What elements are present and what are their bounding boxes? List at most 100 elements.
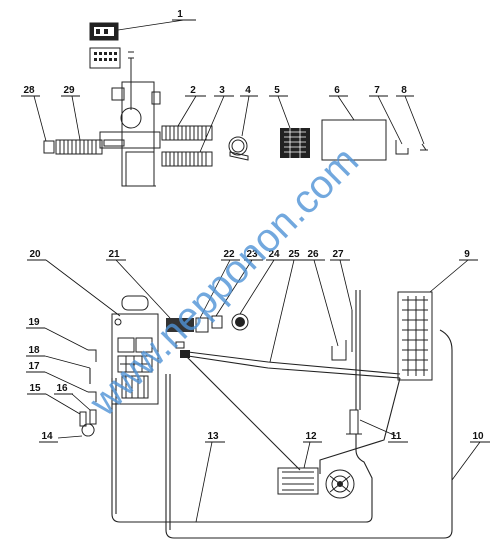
corrugated-hose-part-2 <box>161 125 213 141</box>
callout-leader-10 <box>451 441 481 481</box>
receiver-drier <box>349 409 359 435</box>
callout-leader-28 <box>33 95 47 142</box>
callout-1: 1 <box>117 9 196 31</box>
callout-label-8: 8 <box>401 85 407 96</box>
callout-leader-22 <box>199 259 231 319</box>
callout-label-16: 16 <box>56 383 68 394</box>
bracket-part-7 <box>395 140 409 155</box>
callout-15: 15 <box>27 383 81 415</box>
callout-leader-27 <box>339 259 353 311</box>
callout-21: 21 <box>106 249 171 319</box>
callout-leader-7 <box>377 95 403 145</box>
fitting-part-17 <box>88 391 97 402</box>
expansion-valve <box>180 350 190 358</box>
connector-plug <box>89 47 134 110</box>
callout-17: 17 <box>26 361 89 393</box>
callout-leader-25 <box>269 259 295 363</box>
callout-leader-16 <box>71 393 91 411</box>
callout-4: 4 <box>240 85 258 137</box>
callout-29: 29 <box>61 85 81 141</box>
callout-leader-4 <box>241 95 250 137</box>
callout-18: 18 <box>26 345 91 369</box>
callout-19: 19 <box>26 317 89 351</box>
callout-leader-13 <box>195 441 213 523</box>
callout-28: 28 <box>21 85 47 142</box>
callout-13: 13 <box>195 431 225 523</box>
callout-leader-11 <box>359 419 397 437</box>
watermark: www.nepponon.com <box>81 139 368 426</box>
callout-leader-9 <box>429 259 469 293</box>
hvac-module-part-20 <box>111 295 159 405</box>
callout-label-14: 14 <box>41 431 53 442</box>
callout-8: 8 <box>396 85 425 145</box>
callout-label-17: 17 <box>28 361 40 372</box>
callout-label-20: 20 <box>29 249 41 260</box>
callout-leader-20 <box>45 259 121 317</box>
callout-leader-2 <box>177 95 197 127</box>
callout-label-7: 7 <box>374 85 380 96</box>
callout-26: 26 <box>305 249 339 347</box>
callout-label-15: 15 <box>29 383 41 394</box>
callout-leader-26 <box>313 259 339 347</box>
callout-23: 23 <box>215 249 263 317</box>
callout-label-22: 22 <box>223 249 235 260</box>
callout-label-24: 24 <box>268 249 280 260</box>
filter-part-21 <box>166 318 194 332</box>
callout-leader-15 <box>45 393 81 415</box>
callout-5: 5 <box>269 85 291 129</box>
callout-2: 2 <box>177 85 206 127</box>
callout-leader-8 <box>404 95 425 145</box>
screw-part-8 <box>420 143 428 151</box>
fitting-part-15 <box>79 411 87 427</box>
callout-leader-17 <box>44 371 89 393</box>
callout-label-3: 3 <box>219 85 225 96</box>
hose-clamp-part-4 <box>228 136 249 161</box>
callout-label-12: 12 <box>305 431 317 442</box>
corrugated-hose-part-3 <box>161 151 213 167</box>
clip-part-23 <box>211 315 223 329</box>
callout-leader-24 <box>239 259 275 315</box>
callout-label-5: 5 <box>274 85 280 96</box>
callout-label-6: 6 <box>334 85 340 96</box>
callout-leader-1 <box>117 19 185 31</box>
callout-12: 12 <box>303 431 322 469</box>
callout-20: 20 <box>27 249 121 317</box>
fitting-part-14 <box>81 423 95 437</box>
callout-14: 14 <box>39 431 83 443</box>
callout-leader-23 <box>215 259 253 317</box>
callout-leader-19 <box>44 327 89 351</box>
control-panel-part-1 <box>89 22 119 41</box>
callout-label-1: 1 <box>177 9 183 20</box>
suction-pipe <box>185 355 301 471</box>
callout-label-27: 27 <box>332 249 344 260</box>
callout-leader-12 <box>303 441 311 469</box>
callout-10: 10 <box>451 431 490 481</box>
callout-27: 27 <box>330 249 353 311</box>
callout-leader-14 <box>57 435 83 439</box>
valve-fitting <box>175 341 185 349</box>
callout-label-13: 13 <box>207 431 219 442</box>
callout-leader-3 <box>199 95 225 153</box>
callout-label-18: 18 <box>28 345 40 356</box>
callout-6: 6 <box>329 85 355 121</box>
fitting-part-19 <box>88 349 97 362</box>
callout-label-25: 25 <box>288 249 300 260</box>
callout-3: 3 <box>199 85 234 153</box>
duct-end-part-28 <box>43 140 55 154</box>
pipe-part-10 <box>165 329 453 539</box>
callout-25: 25 <box>269 249 306 363</box>
callout-leader-5 <box>277 95 291 129</box>
fitting-part-16 <box>89 409 97 425</box>
refrigerant-pipes <box>111 290 453 539</box>
upper-assembly <box>43 22 428 187</box>
callout-label-23: 23 <box>246 249 258 260</box>
bracket-part-22 <box>195 317 209 333</box>
heater-unit <box>99 81 161 187</box>
callout-24: 24 <box>239 249 286 315</box>
callout-label-11: 11 <box>391 431 402 442</box>
callout-label-28: 28 <box>23 85 35 96</box>
pipe-part-25 <box>187 351 401 375</box>
callout-7: 7 <box>369 85 403 145</box>
